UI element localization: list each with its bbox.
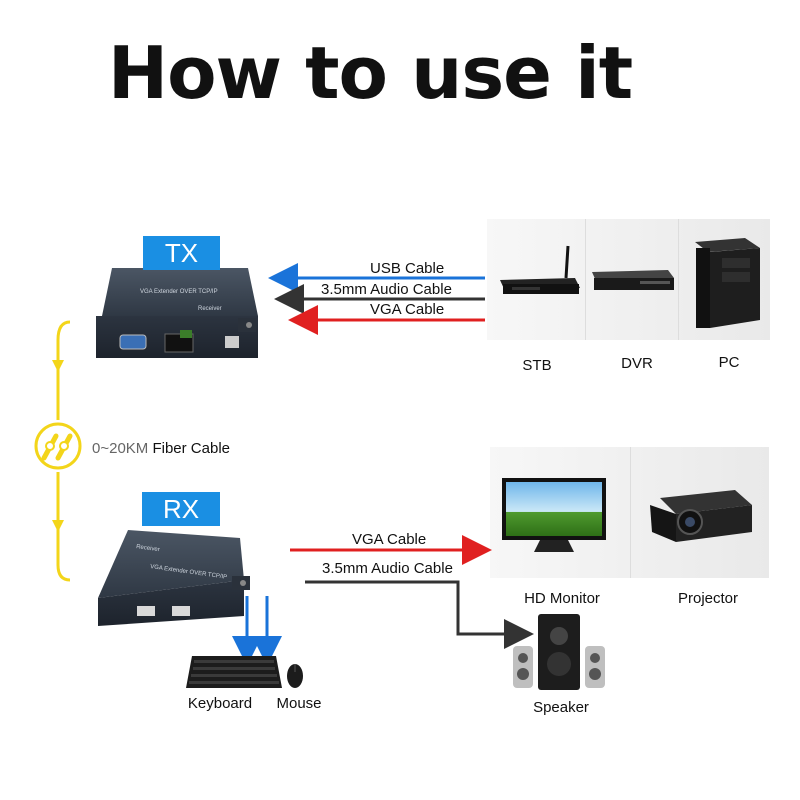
fiber-connector-icon <box>41 433 73 461</box>
speaker-icon <box>513 614 605 690</box>
tx-tag: TX <box>143 236 220 270</box>
tx-sources-panel <box>487 219 770 340</box>
fiber-range: 0~20KM <box>92 440 149 457</box>
hd-monitor-label: HD Monitor <box>524 590 600 607</box>
rx-device-subtext: Receiver <box>136 544 160 553</box>
rx-device: VGA Extender OVER TCP/IP Receiver <box>98 530 250 626</box>
tx-device-text: VGA Extender OVER TCP/IP <box>140 289 218 295</box>
page-title: How to use it <box>107 31 633 115</box>
stb-label: STB <box>522 357 552 374</box>
fiber-link <box>34 320 82 582</box>
dvr-label: DVR <box>621 355 653 372</box>
pc-icon <box>695 238 760 328</box>
rx-tag: RX <box>142 492 220 526</box>
stb-icon <box>500 245 580 294</box>
speaker-label: Speaker <box>533 699 589 716</box>
dvr-icon <box>592 270 674 290</box>
usb-cable-label: USB Cable <box>370 260 445 277</box>
rx-audio-cable-arrow <box>305 580 534 649</box>
rx-audio-cable-label: 3.5mm Audio Cable <box>322 560 453 577</box>
projector-label: Projector <box>677 590 739 607</box>
vga-cable-label: VGA Cable <box>370 301 445 318</box>
keyboard-label: Keyboard <box>187 695 253 712</box>
pc-label: PC <box>718 354 740 371</box>
fiber-label: 0~20KM Fiber Cable <box>92 440 230 457</box>
mouse-icon <box>287 664 303 688</box>
hd-monitor-icon <box>502 478 606 552</box>
audio-cable-label: 3.5mm Audio Cable <box>321 281 452 298</box>
projector-icon <box>650 490 752 542</box>
rx-outputs-panel <box>490 447 769 578</box>
keyboard-icon <box>186 656 282 688</box>
mouse-label: Mouse <box>276 695 322 712</box>
rx-vga-cable-label: VGA Cable <box>352 531 427 548</box>
tx-device: VGA Extender OVER TCP/IP Receiver <box>96 268 258 358</box>
fiber-cable-text: Fiber Cable <box>152 440 231 457</box>
tx-device-subtext: Receiver <box>198 306 222 312</box>
